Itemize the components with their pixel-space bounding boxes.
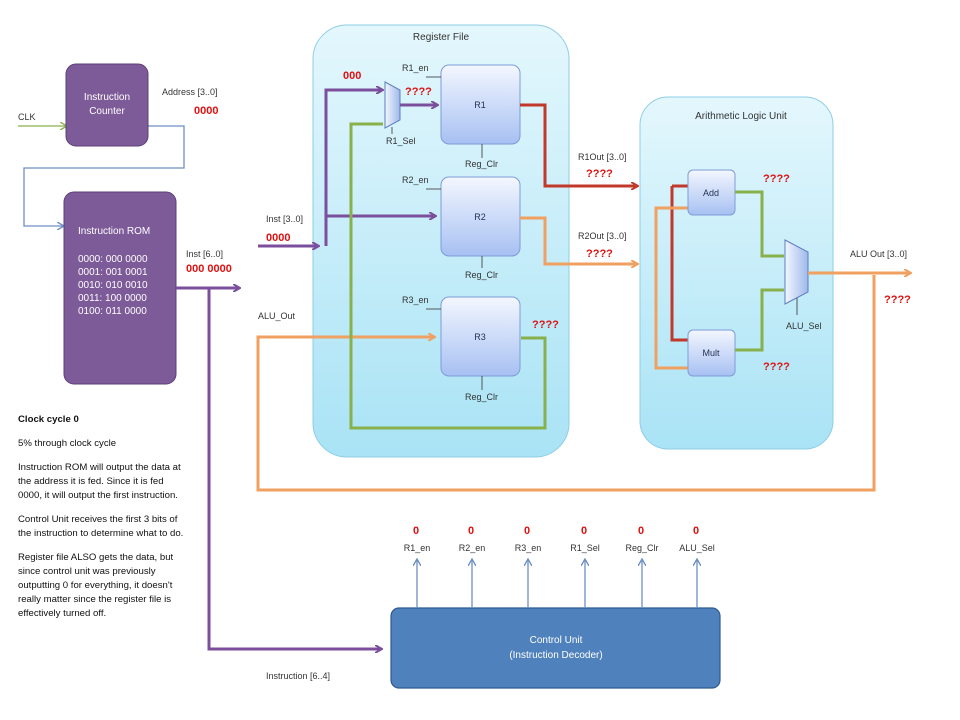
control-signal-name: R1_en [404,543,431,553]
alu-sel-label: ALU_Sel [786,321,822,331]
r1-sel-label: R1_Sel [386,136,416,146]
alu-select-mux [784,239,809,305]
instruction-64-wire [207,288,381,649]
control-unit [390,607,721,689]
mult-out-value: ???? [763,361,790,373]
mult-unit-label: Mult [702,348,720,358]
mult-unit [687,329,736,377]
instruction-counter-label-1: Instruction [84,92,130,103]
control-signal-name: ALU_Sel [679,543,715,553]
instruction-rom-title: Instruction ROM [78,226,150,237]
notes-paragraph: Control Unit receives the first 3 bits o… [18,514,184,539]
clk-label: CLK [18,112,36,122]
alu-out-feedback-wire [256,275,876,492]
notes-paragraph: Register file ALSO gets the data, but si… [18,552,174,619]
control-signal-name: R1_Sel [570,543,600,553]
rom-line: 0100: 011 0000 [78,306,147,317]
r3-feedback-wire [349,122,547,430]
alu-out-label: ALU Out [3..0] [850,249,907,259]
rom-line: 0010: 010 0010 [78,280,148,291]
instruction-64-label: Instruction [6..4] [266,671,330,681]
control-signal-value: 0 [638,525,644,537]
control-signal-name: Reg_Clr [625,543,658,553]
alu-out-in-label: ALU_Out [258,311,296,321]
mux-r1-value: 000 [343,70,361,82]
register-r3-label: R3 [474,332,486,342]
control-signal-value: 0 [693,525,699,537]
control-unit-label-2: (Instruction Decoder) [509,650,602,661]
inst-60-label: Inst [6..0] [186,249,223,259]
r2-to-add-wire [654,206,688,264]
r1out-label: R1Out [3..0] [578,152,627,162]
notes-paragraph: Instruction ROM will output the data at … [18,462,181,501]
r1out-value: ???? [586,168,613,180]
register-file-title: Register File [413,32,470,43]
r2-to-mult-wire [654,264,688,370]
address-value: 0000 [194,105,218,117]
add-out-value: ???? [763,173,790,185]
register-r2-label: R2 [474,212,486,222]
reg-clr-1-label: Reg_Clr [465,159,498,169]
r2-en-label: R2_en [402,175,429,185]
control-signal-value: 0 [581,525,587,537]
control-signal-name: R3_en [515,543,542,553]
inst-30-value: 0000 [266,232,290,244]
rom-line: 0011: 100 0000 [78,293,147,304]
notes-heading: Clock cycle 0 [18,414,79,425]
alu-out-value: ???? [884,294,911,306]
mux-out-value: ???? [405,86,432,98]
r1-select-mux [384,81,401,129]
address-label: Address [3..0] [162,87,218,97]
explanation-notes: Clock cycle 0 5% through clock cycle Ins… [18,413,190,631]
notes-progress: 5% through clock cycle [18,438,117,449]
register-r3 [440,296,521,377]
r2-out-wire [520,216,637,264]
register-r1-label: R1 [474,100,486,110]
instruction-counter-label-2: Counter [89,106,125,117]
add-out-wire [735,190,784,258]
reg-clr-2-label: Reg_Clr [465,270,498,280]
instruction-counter [65,63,149,147]
address-wire [23,125,185,226]
add-unit-label: Add [703,188,719,198]
r1-en-label: R1_en [402,63,429,73]
rom-line: 0000: 000 0000 [78,254,148,265]
r2out-label: R2Out [3..0] [578,231,627,241]
rom-line: 0001: 001 0001 [78,267,148,278]
inst-30-label: Inst [3..0] [266,214,303,224]
inst-to-mux-wire [324,90,382,246]
r3-out-value: ???? [532,319,559,331]
reg-clr-3-label: Reg_Clr [465,392,498,402]
alu-title: Arithmetic Logic Unit [695,111,787,122]
r2out-value: ???? [586,248,613,260]
r3-en-label: R3_en [402,295,429,305]
control-signal-name: R2_en [459,543,486,553]
r1-out-wire [520,103,637,186]
control-signal-value: 0 [468,525,474,537]
control-signal-value: 0 [524,525,530,537]
control-signal-value: 0 [413,525,419,537]
control-unit-label-1: Control Unit [530,635,583,646]
mult-out-wire [735,288,784,352]
r1-to-mult-wire [670,186,688,342]
inst-60-value: 000 0000 [186,263,232,275]
